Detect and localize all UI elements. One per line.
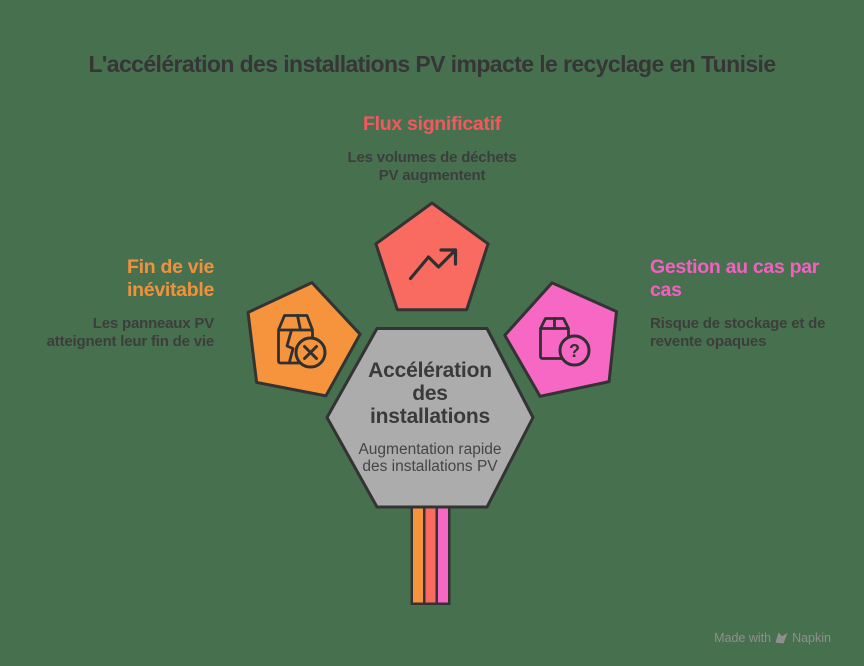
flux-desc-line-1: Les volumes de déchets — [347, 149, 517, 166]
stripe-red — [425, 507, 436, 603]
fin-de-vie-label-line-1: Fin de vie — [127, 256, 214, 278]
napkin-logo-icon — [775, 632, 788, 644]
stripe-pink — [438, 507, 448, 603]
question-mark-glyph: ? — [569, 341, 580, 361]
x-icon — [303, 345, 318, 360]
central-desc-line-1: Augmentation rapide — [358, 441, 502, 458]
damaged-box-icon — [277, 314, 327, 369]
watermark-made-with-text: Made with — [714, 631, 772, 645]
fin-de-vie-label-line-2: inévitable — [127, 279, 214, 301]
fin-de-vie-description: Les panneaux PV atteignent leur fin de v… — [0, 315, 215, 350]
gestion-description: Risque de stockage et de revente opaques — [650, 315, 860, 350]
central-node-title: Accélération des installations — [330, 359, 530, 428]
question-circle — [558, 334, 591, 367]
fin-de-vie-desc-line-2: atteignent leur fin de vie — [46, 332, 215, 350]
fin-de-vie-desc-line-1: Les panneaux PV — [92, 315, 214, 332]
flux-label: Flux significatif — [363, 113, 501, 135]
flux-pentagon — [374, 201, 490, 312]
page-title: L'accélération des installations PV impa… — [88, 51, 776, 77]
trending-up-icon — [408, 248, 458, 281]
watermark-brand-text: Napkin — [792, 631, 831, 645]
central-node-description: Augmentation rapide des installations PV — [320, 441, 540, 475]
central-hexagon — [325, 327, 535, 509]
gestion-label: Gestion au cas par cas — [650, 256, 850, 302]
central-title-line-3: installations — [370, 405, 490, 428]
central-title-line-1: Accélération — [368, 359, 492, 382]
napkin-watermark: Made with Napkin — [714, 631, 831, 645]
gestion-label-line-2: cas — [650, 279, 682, 301]
flux-desc-line-2: PV augmentent — [378, 166, 486, 184]
gestion-pentagon — [503, 281, 618, 398]
connector-stripes — [410, 505, 451, 605]
box-question-icon: ? — [539, 317, 591, 367]
central-title-line-2: des — [412, 382, 448, 405]
fin-de-vie-label: Fin de vie inévitable — [14, 256, 214, 302]
gestion-label-line-1: Gestion au cas par — [650, 256, 820, 278]
stripe-orange — [413, 507, 423, 603]
central-desc-line-2: des installations PV — [362, 457, 498, 475]
flux-description: Les volumes de déchets PV augmentent — [282, 149, 582, 184]
gestion-desc-line-2: revente opaques — [650, 332, 767, 350]
gestion-desc-line-1: Risque de stockage et de — [650, 315, 826, 332]
